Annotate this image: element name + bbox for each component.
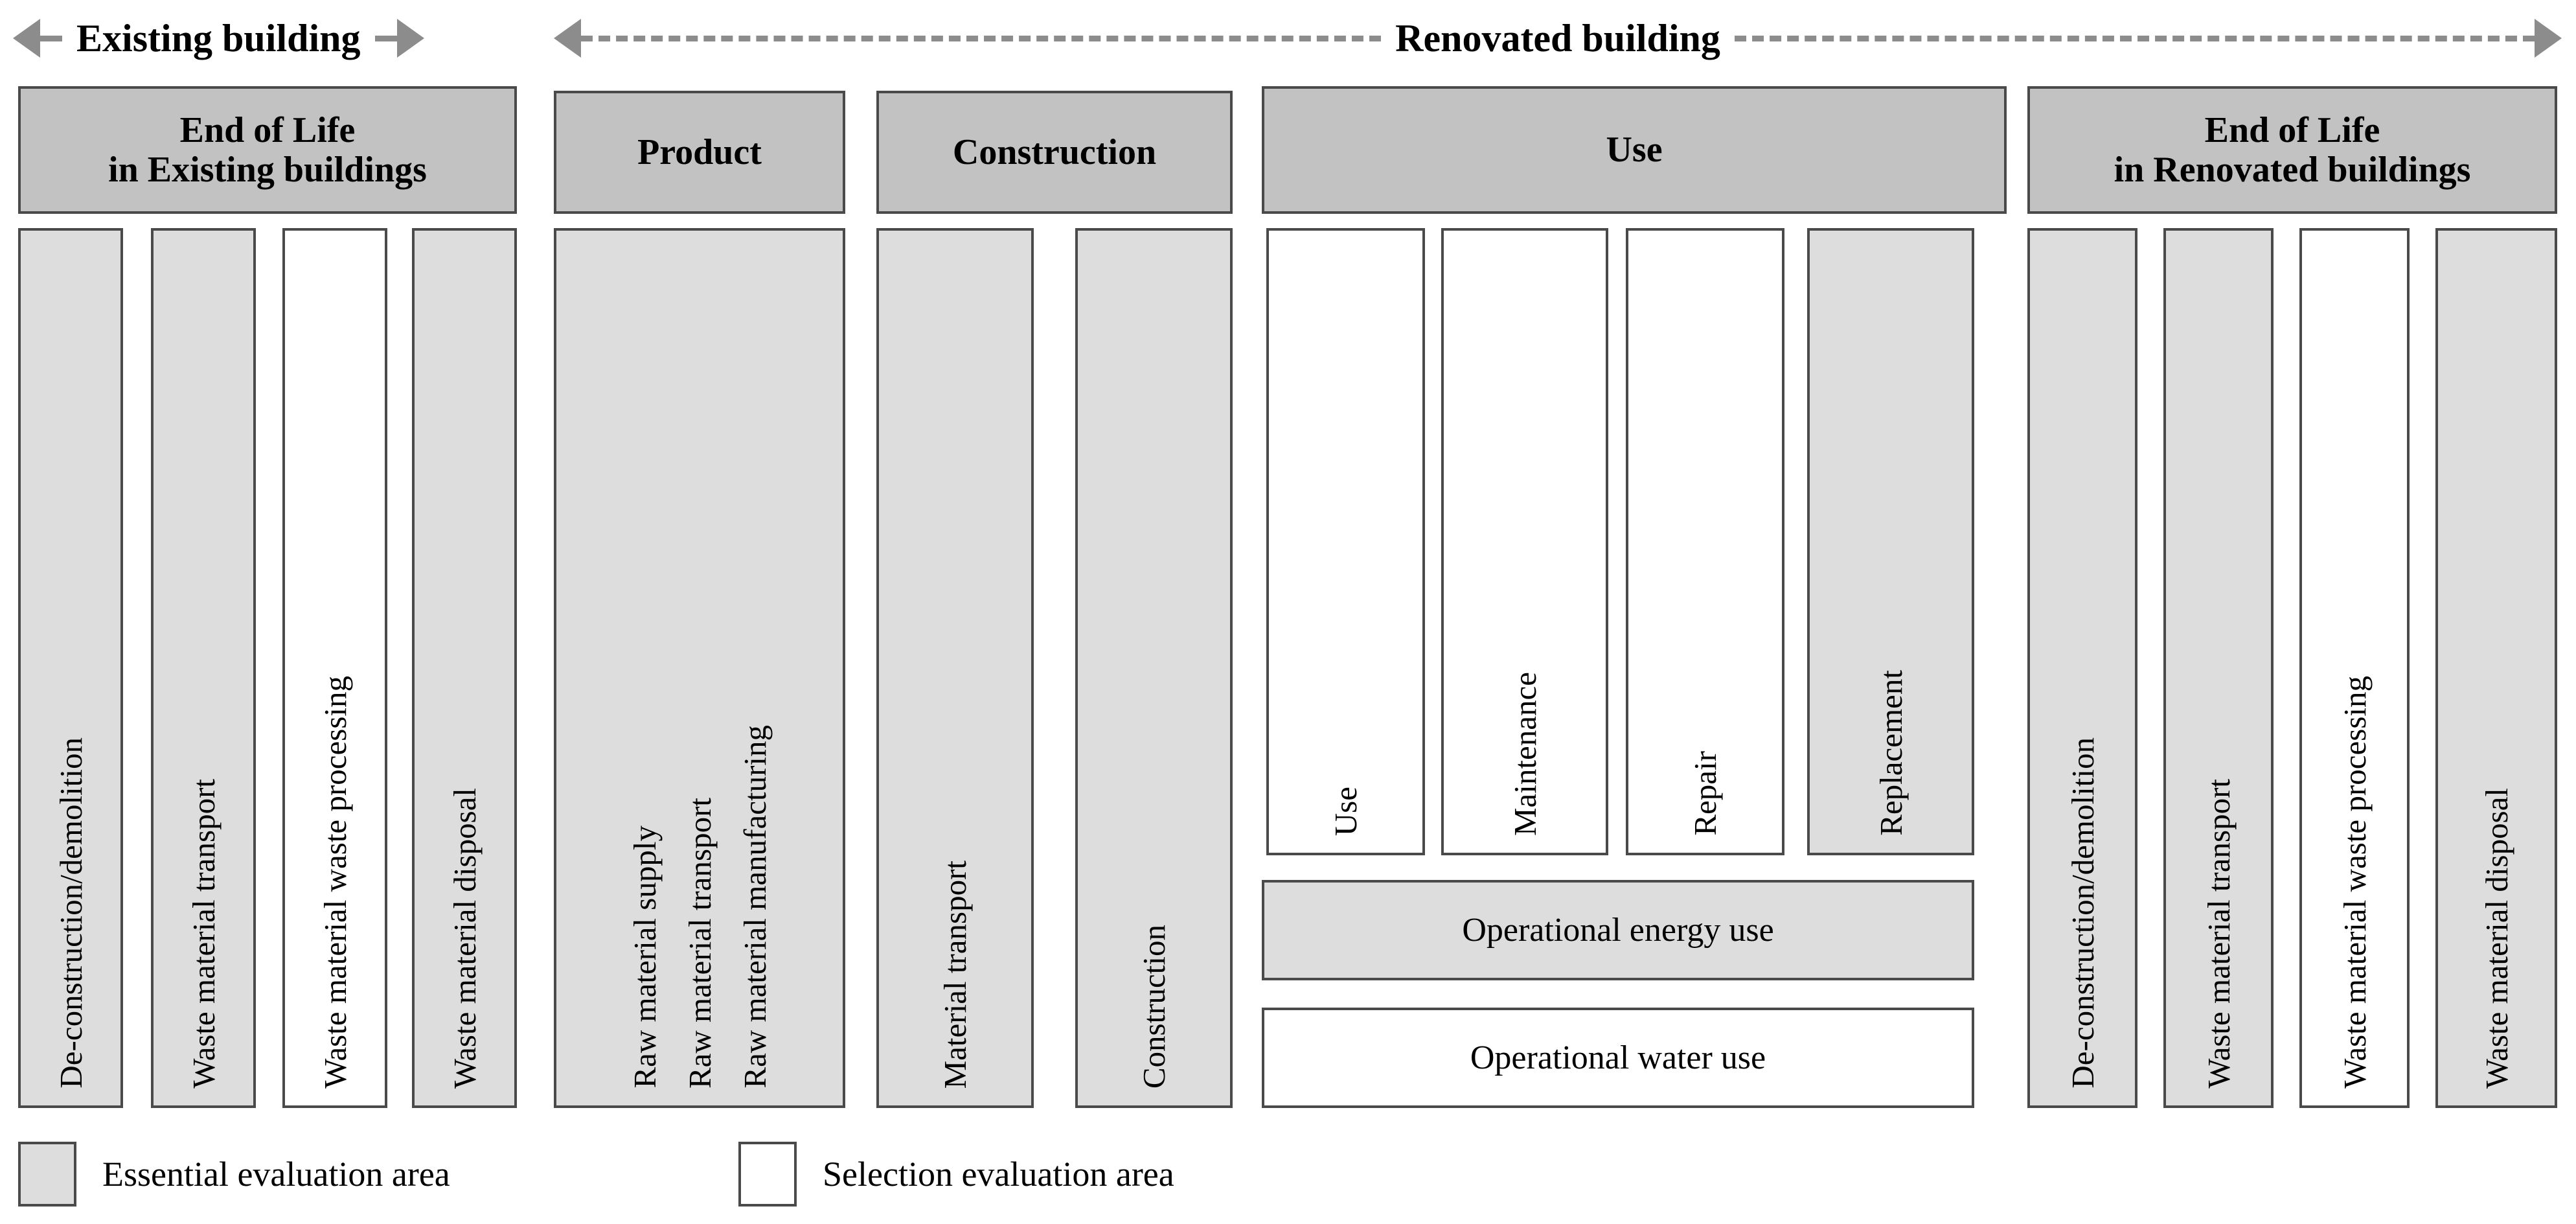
product-label-raw-material-transport: Raw material transport <box>681 797 718 1089</box>
column-waste-material-transport-existing[interactable]: Waste material transport <box>151 228 256 1108</box>
row-operational-water-use[interactable]: Operational water use <box>1262 1008 1974 1108</box>
column-repair[interactable]: Repair <box>1626 228 1784 855</box>
legend-label: Selection evaluation area <box>823 1155 1174 1194</box>
stage-body-product[interactable]: Raw material supply Raw material transpo… <box>554 228 845 1108</box>
column-label: Material transport <box>937 860 973 1089</box>
existing-building-arrow: Existing building <box>13 0 525 76</box>
stage-header-construction[interactable]: Construction <box>876 91 1233 214</box>
product-label-raw-material-supply: Raw material supply <box>626 826 663 1089</box>
column-label: Waste material transport <box>2200 779 2237 1089</box>
column-label: Repair <box>1687 751 1723 836</box>
arrow-left-head-icon <box>13 19 40 58</box>
row-label: Operational water use <box>1470 1039 1766 1076</box>
column-label: Waste material waste processing <box>2336 676 2373 1089</box>
column-label: Construction <box>1136 924 1172 1089</box>
column-label: De-construction/demolition <box>2064 737 2101 1089</box>
renovated-building-arrow: Renovated building <box>554 0 2562 76</box>
arrow-right-head-icon <box>2535 19 2562 58</box>
stage-header-use[interactable]: Use <box>1262 86 2007 214</box>
column-replacement[interactable]: Replacement <box>1807 228 1974 855</box>
legend-label: Essential evaluation area <box>102 1155 450 1194</box>
column-label: Use <box>1328 786 1363 836</box>
legend-swatch-essential-icon <box>18 1142 76 1207</box>
stage-header-label: End of Life in Existing buildings <box>108 110 427 190</box>
stage-header-eol-existing[interactable]: End of Life in Existing buildings <box>18 86 517 214</box>
column-label: Waste material transport <box>185 779 222 1089</box>
column-waste-material-disposal-existing[interactable]: Waste material disposal <box>412 228 517 1108</box>
legend-item-selection: Selection evaluation area <box>738 1142 1174 1207</box>
product-label-raw-material-manufacturing: Raw material manufacturing <box>736 725 773 1089</box>
legend-item-essential: Essential evaluation area <box>18 1142 450 1207</box>
column-construction[interactable]: Construction <box>1075 228 1233 1108</box>
column-waste-material-waste-processing-existing[interactable]: Waste material waste processing <box>282 228 387 1108</box>
column-de-construction-demolition-renovated[interactable]: De-construction/demolition <box>2027 228 2137 1108</box>
product-label-group: Raw material supply Raw material transpo… <box>617 725 782 1089</box>
dashed-line-left <box>581 35 1382 41</box>
stage-header-label: Construction <box>952 132 1157 172</box>
column-label: Waste material disposal <box>446 787 483 1089</box>
stage-header-label: Product <box>637 132 762 172</box>
column-label: Maintenance <box>1507 671 1543 836</box>
dashed-line-right <box>374 35 397 41</box>
arrow-right-head-icon <box>396 19 424 58</box>
row-label: Operational energy use <box>1462 912 1774 949</box>
stage-header-eol-renovated[interactable]: End of Life in Renovated buildings <box>2027 86 2557 214</box>
stage-header-label: Use <box>1606 130 1663 170</box>
column-waste-material-disposal-renovated[interactable]: Waste material disposal <box>2435 228 2557 1108</box>
legend: Essential evaluation area Selection eval… <box>0 1135 2576 1219</box>
legend-swatch-selection-icon <box>738 1142 797 1207</box>
column-de-construction-demolition-existing[interactable]: De-construction/demolition <box>18 228 123 1108</box>
column-label: Waste material waste processing <box>317 676 353 1089</box>
column-label: Replacement <box>1873 670 1909 836</box>
phase-arrow-band: Existing building Renovated building <box>0 0 2576 76</box>
renovated-building-label: Renovated building <box>1395 17 1720 60</box>
column-label: De-construction/demolition <box>52 737 89 1089</box>
column-maintenance[interactable]: Maintenance <box>1441 228 1608 855</box>
stage-header-label: End of Life in Renovated buildings <box>2114 110 2471 190</box>
row-operational-energy-use[interactable]: Operational energy use <box>1262 880 1974 980</box>
arrow-left-head-icon <box>554 19 581 58</box>
dashed-line-right <box>1734 35 2535 41</box>
dashed-line-left <box>40 35 62 41</box>
column-waste-material-transport-renovated[interactable]: Waste material transport <box>2163 228 2274 1108</box>
column-use[interactable]: Use <box>1266 228 1425 855</box>
column-label: Waste material disposal <box>2478 787 2514 1089</box>
column-waste-material-waste-processing-renovated[interactable]: Waste material waste processing <box>2299 228 2410 1108</box>
stage-header-product[interactable]: Product <box>554 91 845 214</box>
column-material-transport[interactable]: Material transport <box>876 228 1034 1108</box>
existing-building-label: Existing building <box>76 17 361 60</box>
